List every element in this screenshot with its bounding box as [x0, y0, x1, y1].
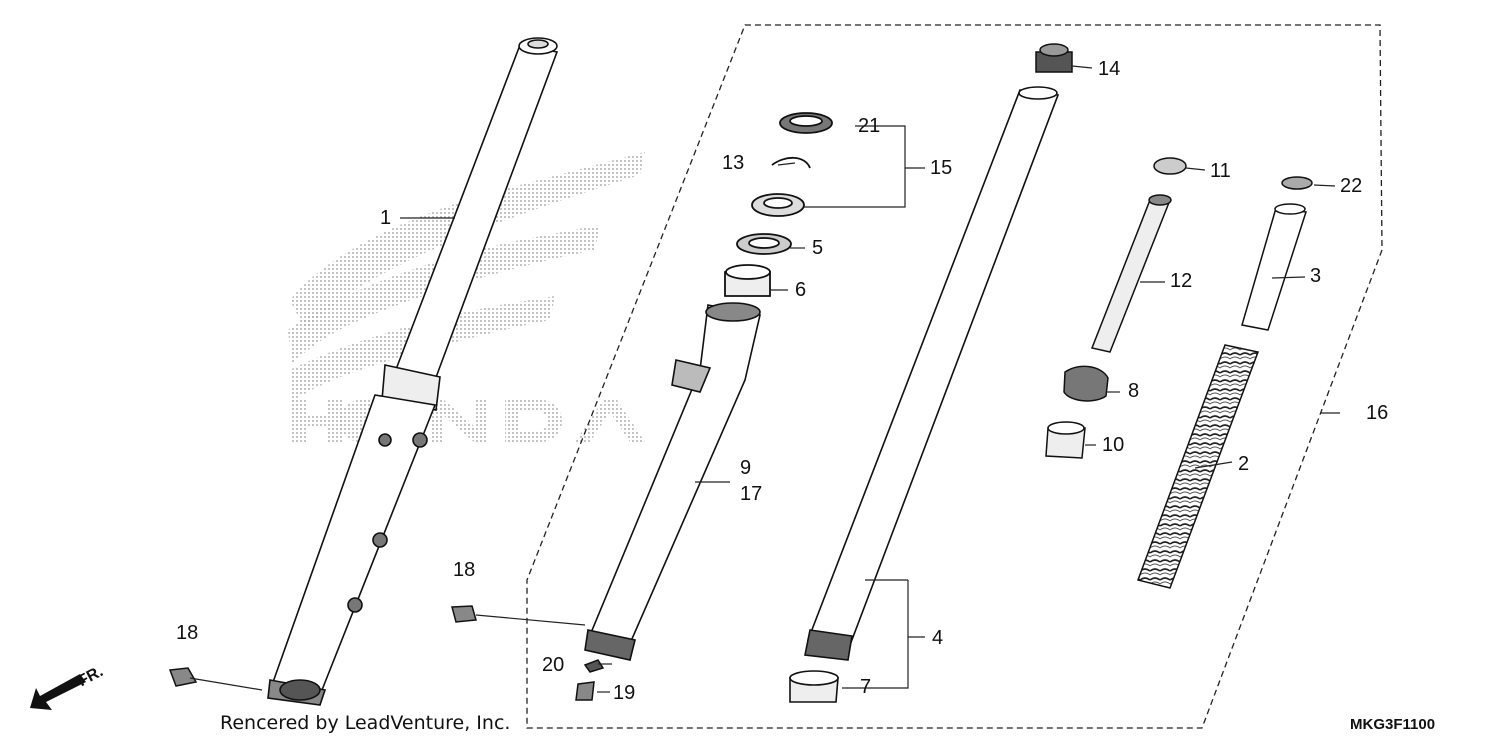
fork-spring-part-2	[1137, 344, 1260, 589]
callout-15: 15	[930, 157, 953, 179]
callout-10: 10	[1102, 434, 1125, 456]
fork-cap-part-14	[1035, 43, 1073, 73]
leader-lines	[189, 65, 1340, 693]
callout-11: 11	[1210, 160, 1231, 182]
callout-18-center: 18	[453, 559, 476, 581]
callout-16: 16	[1366, 402, 1389, 424]
callout-7: 7	[860, 676, 872, 698]
callout-6: 6	[795, 279, 807, 301]
callout-5: 5	[812, 237, 824, 259]
assembly-boundary	[526, 24, 1383, 729]
callout-3: 3	[1310, 265, 1322, 287]
callout-19: 19	[613, 682, 636, 704]
honda-wordmark-watermark	[292, 400, 645, 442]
seal-rings-group	[724, 112, 833, 297]
damper-rod-parts	[1045, 157, 1187, 459]
diagram-code: MKG3F1100	[1350, 716, 1436, 733]
fork-slider-part-9	[584, 302, 761, 661]
callout-20: 20	[542, 654, 565, 676]
callout-13: 13	[722, 152, 745, 174]
callout-22: 22	[1340, 175, 1363, 197]
spacer-parts	[1241, 176, 1313, 331]
callout-17: 17	[740, 483, 763, 505]
callout-18-left: 18	[176, 622, 199, 644]
callout-2: 2	[1238, 453, 1250, 475]
bolt-hardware	[168, 605, 605, 701]
callout-14: 14	[1098, 58, 1121, 80]
credit-text: Rencered by LeadVenture, Inc.	[220, 712, 511, 734]
callout-21: 21	[858, 115, 881, 137]
callout-12: 12	[1170, 270, 1193, 292]
inner-tube-part-4	[804, 86, 1060, 661]
fork-assembly-part-1	[267, 37, 559, 706]
callout-8: 8	[1128, 380, 1140, 402]
callout-4: 4	[932, 627, 944, 649]
callout-9: 9	[740, 457, 752, 479]
callout-1: 1	[380, 207, 392, 229]
front-direction-arrow	[30, 674, 86, 710]
bushing-part-7	[789, 670, 839, 703]
